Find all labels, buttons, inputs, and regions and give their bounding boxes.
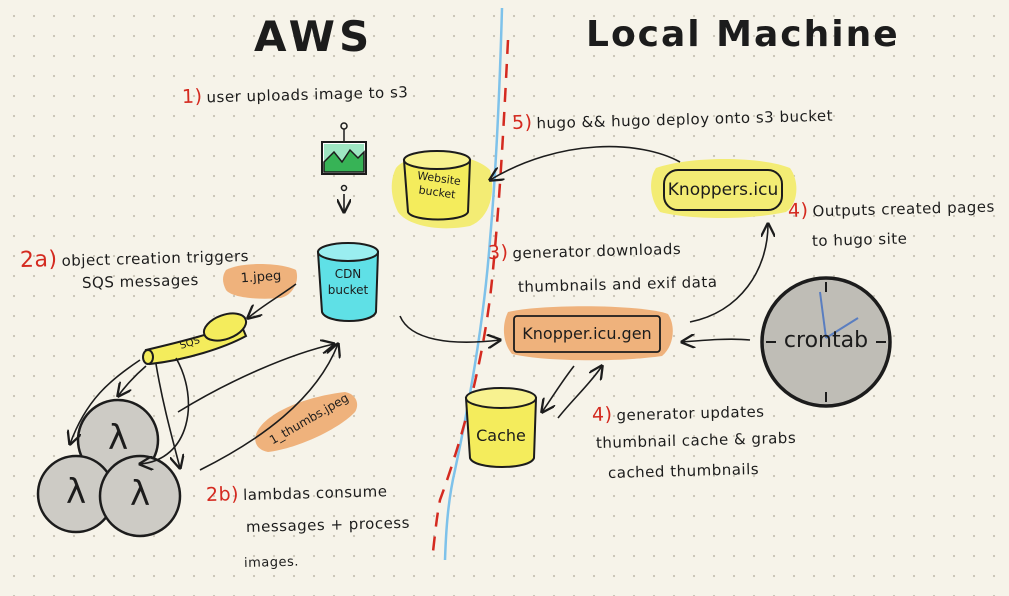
step-3-number: 3) [487,241,509,264]
website-bucket-shape [402,150,472,221]
generator-box [513,315,661,353]
knoppers-icu-label: Knoppers.icu [667,180,779,200]
step-2b-number: 2b) [205,483,240,506]
cache-shape [464,387,538,468]
step-5-number: 5) [511,111,533,134]
step-4-outputs-number: 4) [787,199,809,222]
step-2a-line2: SQS messages [81,270,200,292]
jpeg-tag-highlight [223,264,298,299]
cache-label: Cache [476,426,526,445]
step-4-cache-annotation: 4)generator updates [592,399,765,426]
step-4-cache-line1: generator updates [616,402,765,425]
step-2a-line1: object creation triggers [61,247,250,270]
aws-local-boundary [430,7,510,561]
sqs-tube-shape [142,312,248,366]
step-3-line1: generator downloads [512,239,682,263]
cdn-bucket-line1: CDN [334,267,362,281]
crontab-clock [760,276,892,408]
step-2a-number: 2a) [19,247,58,273]
knoppers-box [663,169,783,211]
lambda-symbol-2: λ [65,472,87,512]
step-2b-line3: images. [243,554,300,571]
local-machine-title: Local Machine [586,14,900,55]
cdn-bucket-label: CDN bucket [318,266,378,298]
step-1-text: user uploads image to s3 [206,83,409,107]
lambda-symbol-3: λ [129,474,151,514]
image-icon [321,122,367,192]
flow-arrows [70,145,768,470]
step-4-outputs-line2: to hugo site [811,229,908,250]
step-4-outputs-line1: Outputs created pages [812,197,996,221]
lambda-symbol-1: λ [107,418,129,458]
cdn-bucket-line2: bucket [327,283,369,297]
aws-title: AWS [254,12,374,61]
crontab-label: crontab [783,328,869,353]
cdn-bucket-shape [316,242,380,322]
generator-label: Knopper.icu.gen [522,324,652,343]
step-4-cache-number: 4) [591,403,613,426]
knoppers-highlight [651,159,797,218]
step-1-number: 1) [181,85,203,108]
step-2b-line1: lambdas consume [242,482,388,505]
thumbs-tag-highlight [255,392,358,452]
generator-highlight [503,306,673,361]
